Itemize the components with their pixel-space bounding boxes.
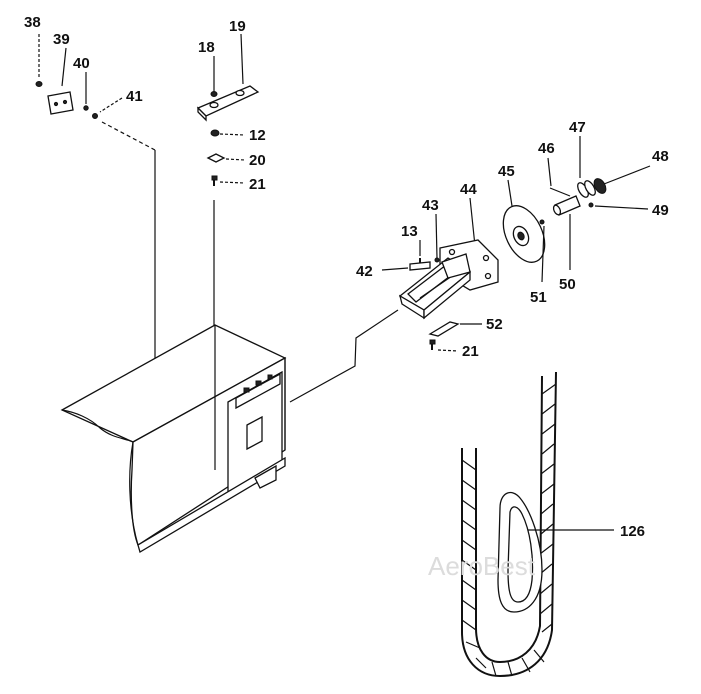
label-126: 126 (620, 523, 645, 540)
dot-43 (434, 213, 440, 263)
label-43: 43 (422, 197, 439, 214)
nut-48 (593, 165, 651, 194)
pin-46 (547, 157, 571, 197)
collar-47 (577, 136, 596, 198)
label-13: 13 (401, 223, 418, 240)
bolt-21-bottom (429, 339, 459, 352)
washer-20 (206, 153, 246, 163)
label-44: 44 (460, 181, 477, 198)
chain-126 (461, 371, 614, 678)
label-41: 41 (126, 88, 143, 105)
washer-40 (83, 72, 89, 111)
bolt-18 (210, 56, 218, 97)
label-20: 20 (249, 152, 266, 169)
label-49: 49 (652, 202, 669, 219)
label-46: 46 (538, 140, 555, 157)
nut-12 (210, 129, 246, 137)
label-45: 45 (498, 163, 515, 180)
washer-52 (428, 321, 482, 337)
label-38: 38 (24, 14, 41, 31)
pin-42 (381, 261, 431, 271)
label-50: 50 (559, 276, 576, 293)
bolt-38 (35, 34, 43, 87)
label-39: 39 (53, 31, 70, 48)
label-40: 40 (73, 55, 90, 72)
watermark-text: AeroBest (428, 551, 536, 581)
pulley-45 (502, 179, 546, 263)
label-48: 48 (652, 148, 669, 165)
label-47: 47 (569, 119, 586, 136)
label-52: 52 (486, 316, 503, 333)
plate-39 (47, 47, 74, 115)
bar-19 (196, 33, 260, 122)
key-51 (539, 219, 545, 283)
label-51: 51 (530, 289, 547, 306)
label-19: 19 (229, 18, 246, 35)
label-21-top: 21 (249, 176, 266, 193)
washer-49 (588, 202, 649, 210)
bolt-21-top (211, 175, 246, 330)
label-12: 12 (249, 127, 266, 144)
label-42: 42 (356, 263, 373, 280)
bracket-44 (398, 197, 499, 320)
nut-41 (92, 97, 156, 151)
label-21-bottom: 21 (462, 343, 479, 360)
label-18: 18 (198, 39, 215, 56)
housing-body (60, 150, 399, 553)
shaft-50 (552, 195, 581, 270)
